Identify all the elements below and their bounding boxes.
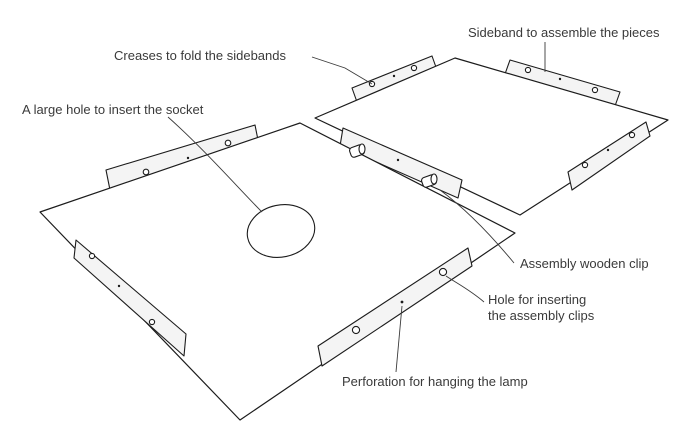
leader-perforation: [395, 305, 403, 373]
leader-large-hole: [167, 116, 263, 213]
leader-wooden-clip: [439, 189, 515, 264]
clip-hole: [351, 325, 361, 335]
perforation-dot: [396, 158, 400, 162]
clip-hole: [438, 267, 448, 277]
label-clip-hole-line2: the assembly clips: [488, 308, 595, 323]
left-panel-bottom-band: [317, 247, 473, 367]
wooden-clips: [349, 143, 438, 188]
left-panel-sheet: [39, 122, 516, 421]
wooden-clip-end: [358, 143, 366, 155]
band-hole: [142, 168, 150, 176]
band-hole: [524, 66, 532, 74]
right-panel: [314, 55, 669, 216]
label-sideband: Sideband to assemble the pieces: [468, 25, 660, 40]
label-clip-hole-line1: Hole for inserting: [488, 292, 587, 307]
left-panel: [39, 122, 516, 421]
band-hole: [581, 161, 589, 169]
leader-creases: [311, 56, 373, 85]
socket-hole: [246, 204, 316, 258]
hanging-perforation: [400, 300, 404, 304]
perforation-dot: [392, 74, 396, 78]
leader-clip-hole: [445, 275, 485, 303]
band-hole: [88, 252, 96, 260]
label-large-hole: A large hole to insert the socket: [22, 102, 204, 117]
perforation-dot: [558, 77, 562, 81]
band-hole: [628, 131, 636, 139]
band-hole: [591, 86, 599, 94]
perforation-dot: [606, 148, 610, 152]
perforation-dot: [117, 284, 121, 288]
leader-lines: [167, 42, 546, 373]
label-creases: Creases to fold the sidebands: [114, 48, 286, 63]
band-hole: [224, 139, 232, 147]
wooden-clip-end: [430, 173, 438, 185]
label-wooden-clip: Assembly wooden clip: [520, 256, 649, 271]
perforation-dot: [186, 156, 190, 160]
label-perforation: Perforation for hanging the lamp: [342, 374, 528, 389]
left-panel-left-band: [73, 239, 187, 357]
band-hole: [148, 318, 156, 326]
right-panel-edge-band: [567, 121, 651, 191]
band-hole: [410, 64, 418, 72]
